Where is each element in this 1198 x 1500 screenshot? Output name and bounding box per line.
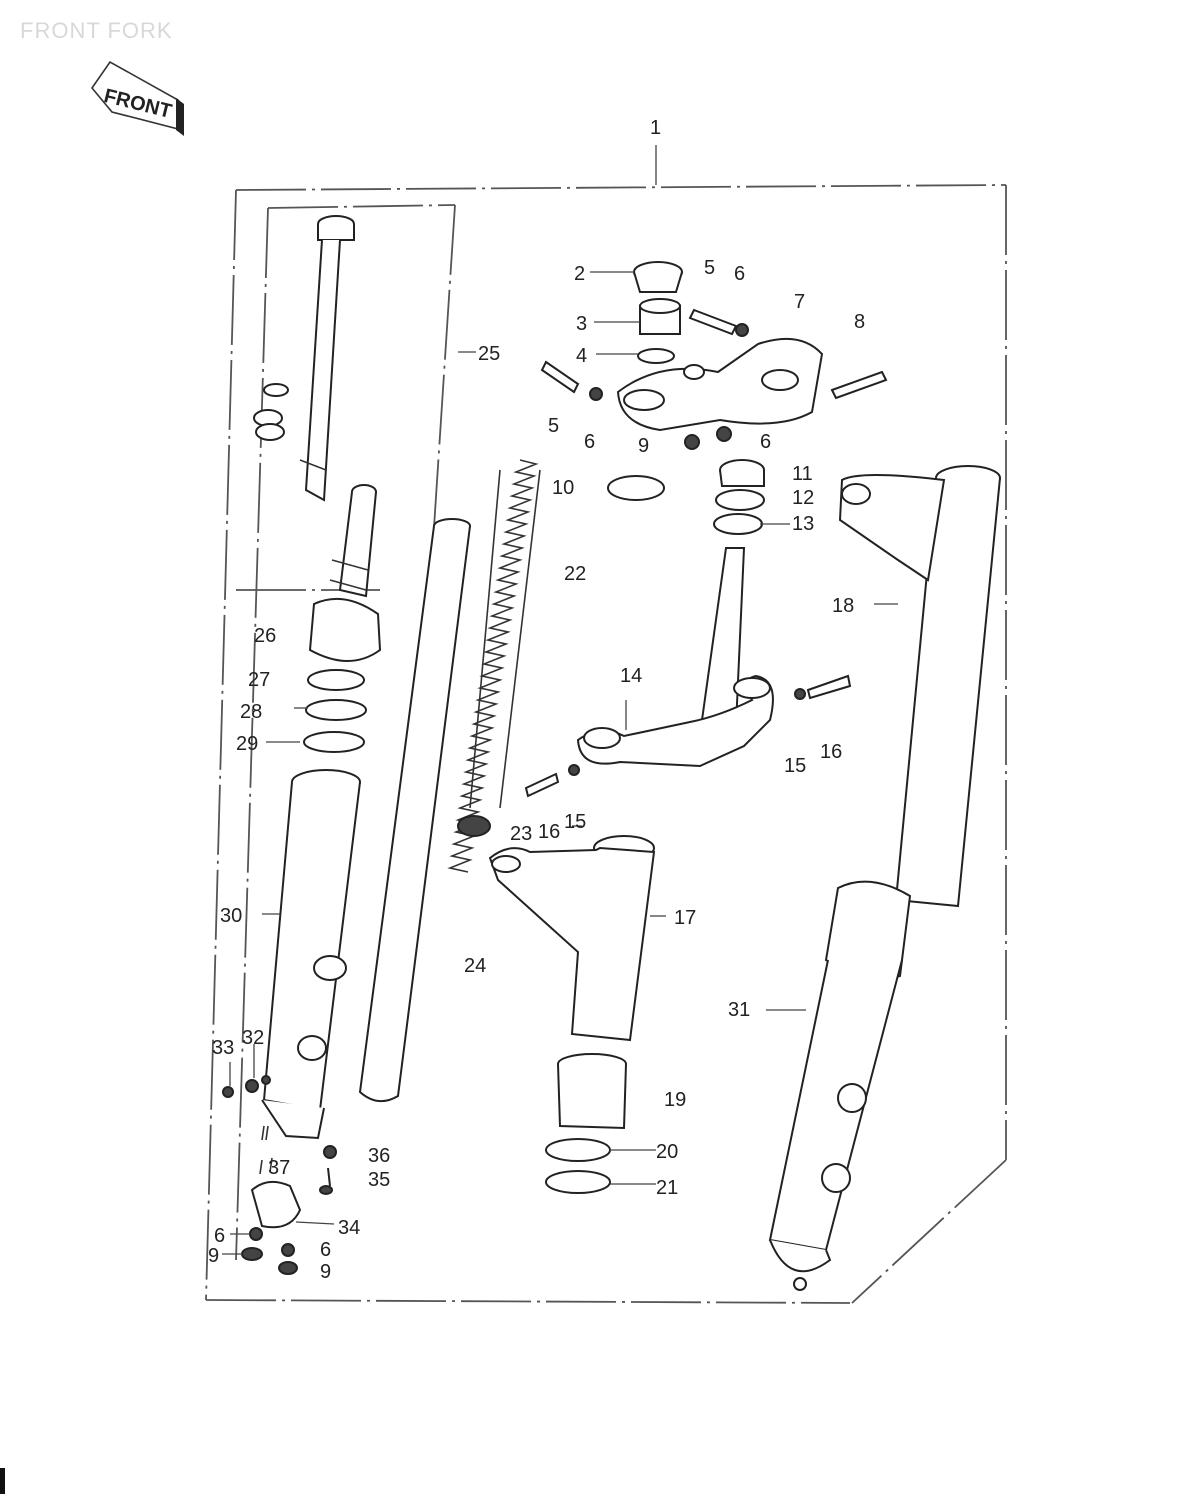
callout-9c: 9	[320, 1261, 331, 1283]
part-6-nut-right	[716, 426, 732, 442]
callout-6b: 6	[584, 431, 595, 453]
callout-6e: 6	[320, 1239, 331, 1261]
part-31-right-outer-tube	[768, 880, 912, 1291]
callout-13: 13	[792, 513, 814, 535]
callout-32: 32	[242, 1027, 264, 1049]
callout-16: 16	[820, 741, 842, 763]
part-5-bolt-left	[540, 360, 580, 394]
part-29-ring	[303, 731, 365, 753]
part-17-lower-bracket	[488, 835, 656, 1042]
part-34-axle-clamp	[250, 1180, 302, 1229]
part-9-washer-bottom-right	[278, 1261, 298, 1275]
callout-20: 20	[656, 1141, 678, 1163]
callout-6c: 6	[760, 431, 771, 453]
part-22-fork-spring	[447, 459, 541, 873]
part-9-washer-bottom-left	[241, 1247, 263, 1261]
part-6-nut-left	[589, 387, 603, 401]
callout-10: 10	[552, 477, 574, 499]
callout-35: 35	[368, 1169, 390, 1191]
callout-9a: 9	[638, 435, 649, 457]
part-33-bolt	[222, 1086, 234, 1098]
callout-11: 11	[792, 463, 813, 485]
part-13-race	[713, 513, 763, 535]
callout-23: 23	[510, 823, 532, 845]
part-36-washer	[323, 1145, 337, 1159]
callout-28: 28	[240, 701, 262, 723]
callout-36: 36	[368, 1145, 390, 1167]
callout-1: 1	[650, 117, 661, 139]
callout-30: 30	[220, 905, 242, 927]
part-30-left-outer-tube	[261, 769, 361, 1140]
part-35-screw	[319, 1167, 333, 1195]
callout-9b: 9	[208, 1245, 219, 1267]
part-6-nut-bottom-right	[281, 1243, 295, 1257]
part-14-steering-stem	[576, 547, 774, 768]
callout-3: 3	[576, 313, 587, 335]
part-23-spring-seat	[457, 815, 491, 837]
callout-5b: 5	[548, 415, 559, 437]
part-37-axle-clamp-bolt	[259, 1125, 273, 1175]
part-15-nut-right	[794, 688, 806, 700]
part-28-ring	[305, 699, 367, 721]
callout-22: 22	[564, 563, 586, 585]
part-7-upper-bracket	[616, 337, 824, 432]
part-6-nut-upper	[735, 323, 749, 337]
part-inner-tube-seals	[253, 383, 289, 441]
part-12-bearing	[715, 489, 765, 511]
part-21-ring	[545, 1170, 611, 1194]
part-6-nut-bottom-left	[249, 1227, 263, 1241]
part-26-damper-rod	[308, 484, 382, 662]
part-10-seal	[607, 475, 665, 501]
callout-31: 31	[728, 999, 750, 1021]
callout-6: 6	[734, 263, 745, 285]
callout-15: 15	[784, 755, 806, 777]
callout-29: 29	[236, 733, 258, 755]
part-4-washer	[637, 348, 675, 364]
callout-21: 21	[656, 1177, 678, 1199]
part-16-bolt-right	[806, 674, 852, 700]
front-direction-marker: FRONT	[90, 60, 184, 136]
callout-19: 19	[664, 1089, 686, 1111]
callout-5: 5	[704, 257, 715, 279]
callout-26: 26	[254, 625, 276, 647]
part-11-bearing-cover	[719, 459, 765, 487]
part-16-bolt-left	[524, 772, 560, 798]
callout-37: 37	[268, 1157, 290, 1179]
part-27-ring	[307, 669, 365, 691]
part-5-bolt-upper	[688, 308, 738, 336]
callout-15b: 15	[564, 811, 586, 833]
part-2-cap-bolt	[633, 261, 683, 293]
part-15-nut-left	[568, 764, 580, 776]
callout-33: 33	[212, 1037, 234, 1059]
front-marker-label: FRONT	[102, 85, 174, 123]
edge-mark	[0, 1468, 5, 1494]
leader-lines	[222, 271, 898, 1255]
page-header-title: FRONT FORK	[20, 18, 173, 43]
callout-18: 18	[832, 595, 854, 617]
callout-27: 27	[248, 669, 270, 691]
callout-2: 2	[574, 263, 585, 285]
callout-8: 8	[854, 311, 865, 333]
part-25-inner-tube	[299, 215, 355, 502]
callout-14: 14	[620, 665, 642, 687]
callout-34: 34	[338, 1217, 360, 1239]
callout-4: 4	[576, 345, 587, 367]
callout-12: 12	[792, 487, 814, 509]
part-32-washer	[245, 1075, 271, 1093]
part-19-collar	[557, 1053, 627, 1130]
part-18-right-fork-tube	[838, 465, 1001, 908]
callout-16b: 16	[538, 821, 560, 843]
callout-24: 24	[464, 955, 486, 977]
part-3-stem-nut	[639, 298, 681, 335]
part-24-long-tube	[358, 518, 471, 1103]
callout-6d: 6	[214, 1225, 225, 1247]
callout-7: 7	[794, 291, 805, 313]
part-20-ring	[545, 1138, 611, 1162]
part-9-washer	[684, 434, 700, 450]
part-8-bolt	[830, 370, 888, 400]
callout-17: 17	[674, 907, 696, 929]
callout-25: 25	[478, 343, 500, 365]
